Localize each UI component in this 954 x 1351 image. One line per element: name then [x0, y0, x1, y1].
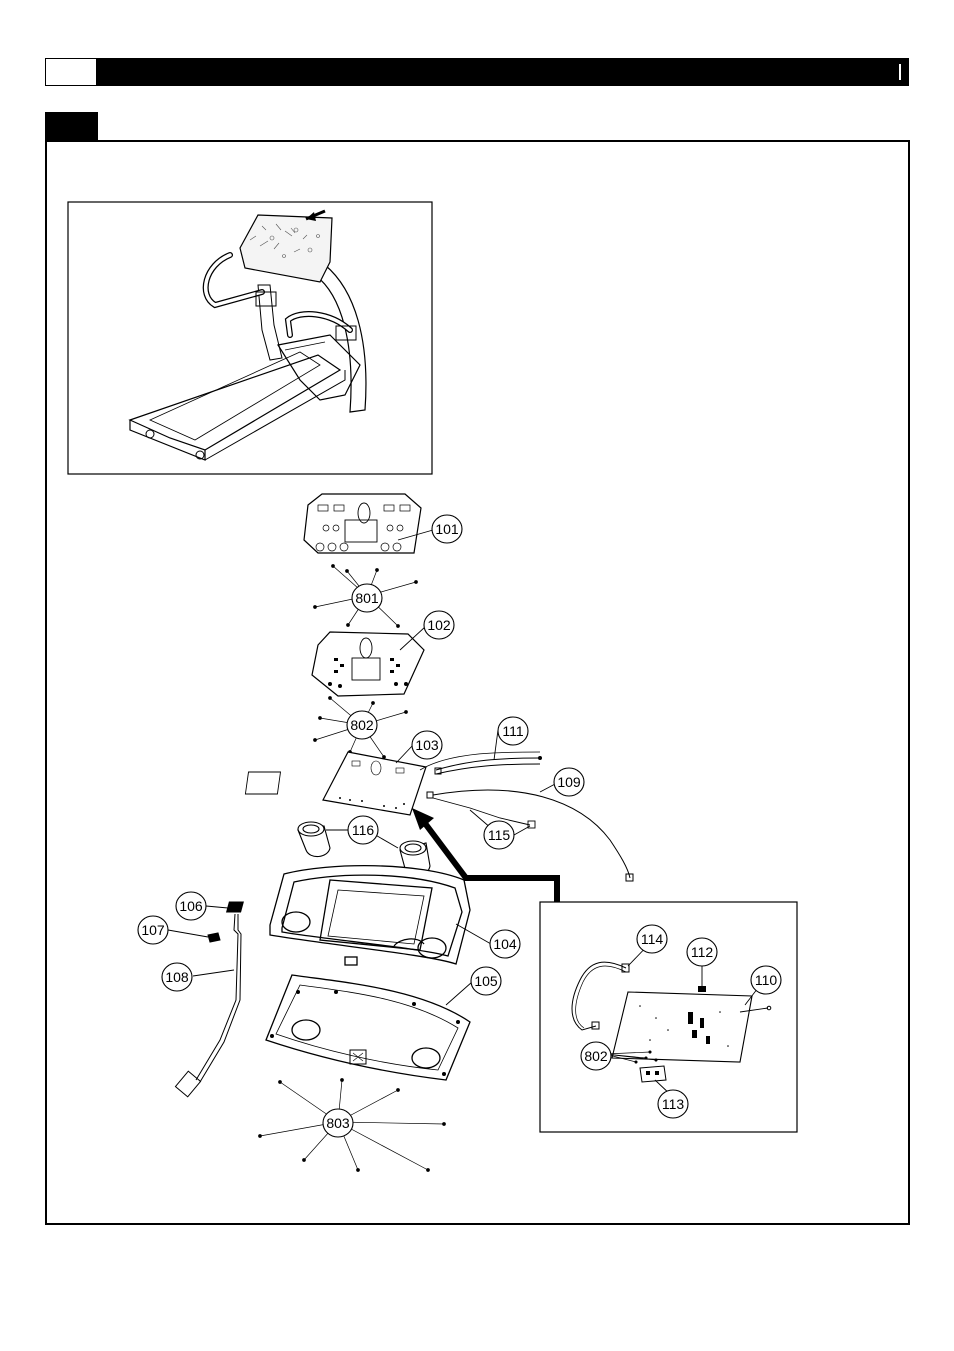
part-105-rear-housing [265, 974, 471, 1081]
callout-106-label: 106 [179, 898, 203, 914]
part-101-overlay [303, 493, 422, 554]
callout-110-label: 110 [755, 972, 778, 988]
callout-115-label: 115 [488, 827, 511, 843]
callout-114-label: 114 [641, 931, 664, 947]
callout-104: 104 [489, 929, 521, 959]
callout-116-label: 116 [352, 822, 375, 838]
callout-803: 803 [322, 1108, 354, 1138]
callout-103: 103 [411, 730, 443, 760]
callout-801: 801 [351, 583, 383, 613]
callout-115: 115 [483, 820, 515, 850]
part-115-cable [432, 797, 536, 829]
callout-107: 107 [137, 915, 169, 945]
diagram-frame [45, 140, 910, 1225]
part-106-107-108-cable [174, 901, 244, 1098]
callout-108: 108 [161, 962, 193, 992]
callout-104-label: 104 [493, 936, 517, 952]
callout-112: 112 [686, 937, 718, 967]
callout-108-label: 108 [165, 969, 189, 985]
part-116-speakers [297, 821, 431, 878]
part-111-cable [419, 751, 542, 775]
callout-802-upper-label: 802 [350, 717, 374, 733]
callout-105-label: 105 [474, 973, 498, 989]
callout-110: 110 [750, 965, 782, 995]
part-104-console-housing [269, 865, 471, 966]
callout-107-label: 107 [141, 922, 165, 938]
callout-111-label: 111 [502, 723, 523, 739]
callout-113-label: 113 [662, 1096, 685, 1112]
callout-111: 111 [497, 716, 529, 746]
callout-101: 101 [431, 514, 463, 544]
callout-106: 106 [175, 891, 207, 921]
callout-109: 109 [553, 767, 585, 797]
part-103-circuit-board [244, 751, 442, 816]
callout-116: 116 [347, 815, 379, 845]
callout-105: 105 [470, 966, 502, 996]
callout-112-label: 112 [691, 944, 714, 960]
section-tab-edge [97, 112, 101, 140]
callout-102-label: 102 [427, 617, 451, 633]
callout-113: 113 [657, 1089, 689, 1119]
detail-pointer-arrow [412, 808, 560, 902]
callout-802-lower-label: 802 [584, 1048, 608, 1064]
header-title-bar [97, 58, 909, 86]
callout-101-label: 101 [435, 521, 459, 537]
callout-803-label: 803 [326, 1115, 350, 1131]
callout-802-lower: 802 [580, 1041, 612, 1071]
callout-109-label: 109 [557, 774, 581, 790]
callouts: 101 801 102 802 103 111 109 116 115 106 … [137, 514, 782, 1138]
callout-114: 114 [636, 924, 668, 954]
part-109-cable [432, 789, 631, 879]
control-board-detail-inset [539, 901, 798, 1133]
header-page-box [45, 58, 97, 86]
callout-802-upper: 802 [346, 710, 378, 740]
treadmill-overview-inset [67, 201, 433, 475]
callout-102: 102 [423, 610, 455, 640]
part-102-console-frame [311, 631, 425, 697]
section-tab [45, 112, 97, 140]
callout-103-label: 103 [415, 737, 439, 753]
part-109-connector [625, 873, 634, 882]
callout-801-label: 801 [355, 590, 379, 606]
